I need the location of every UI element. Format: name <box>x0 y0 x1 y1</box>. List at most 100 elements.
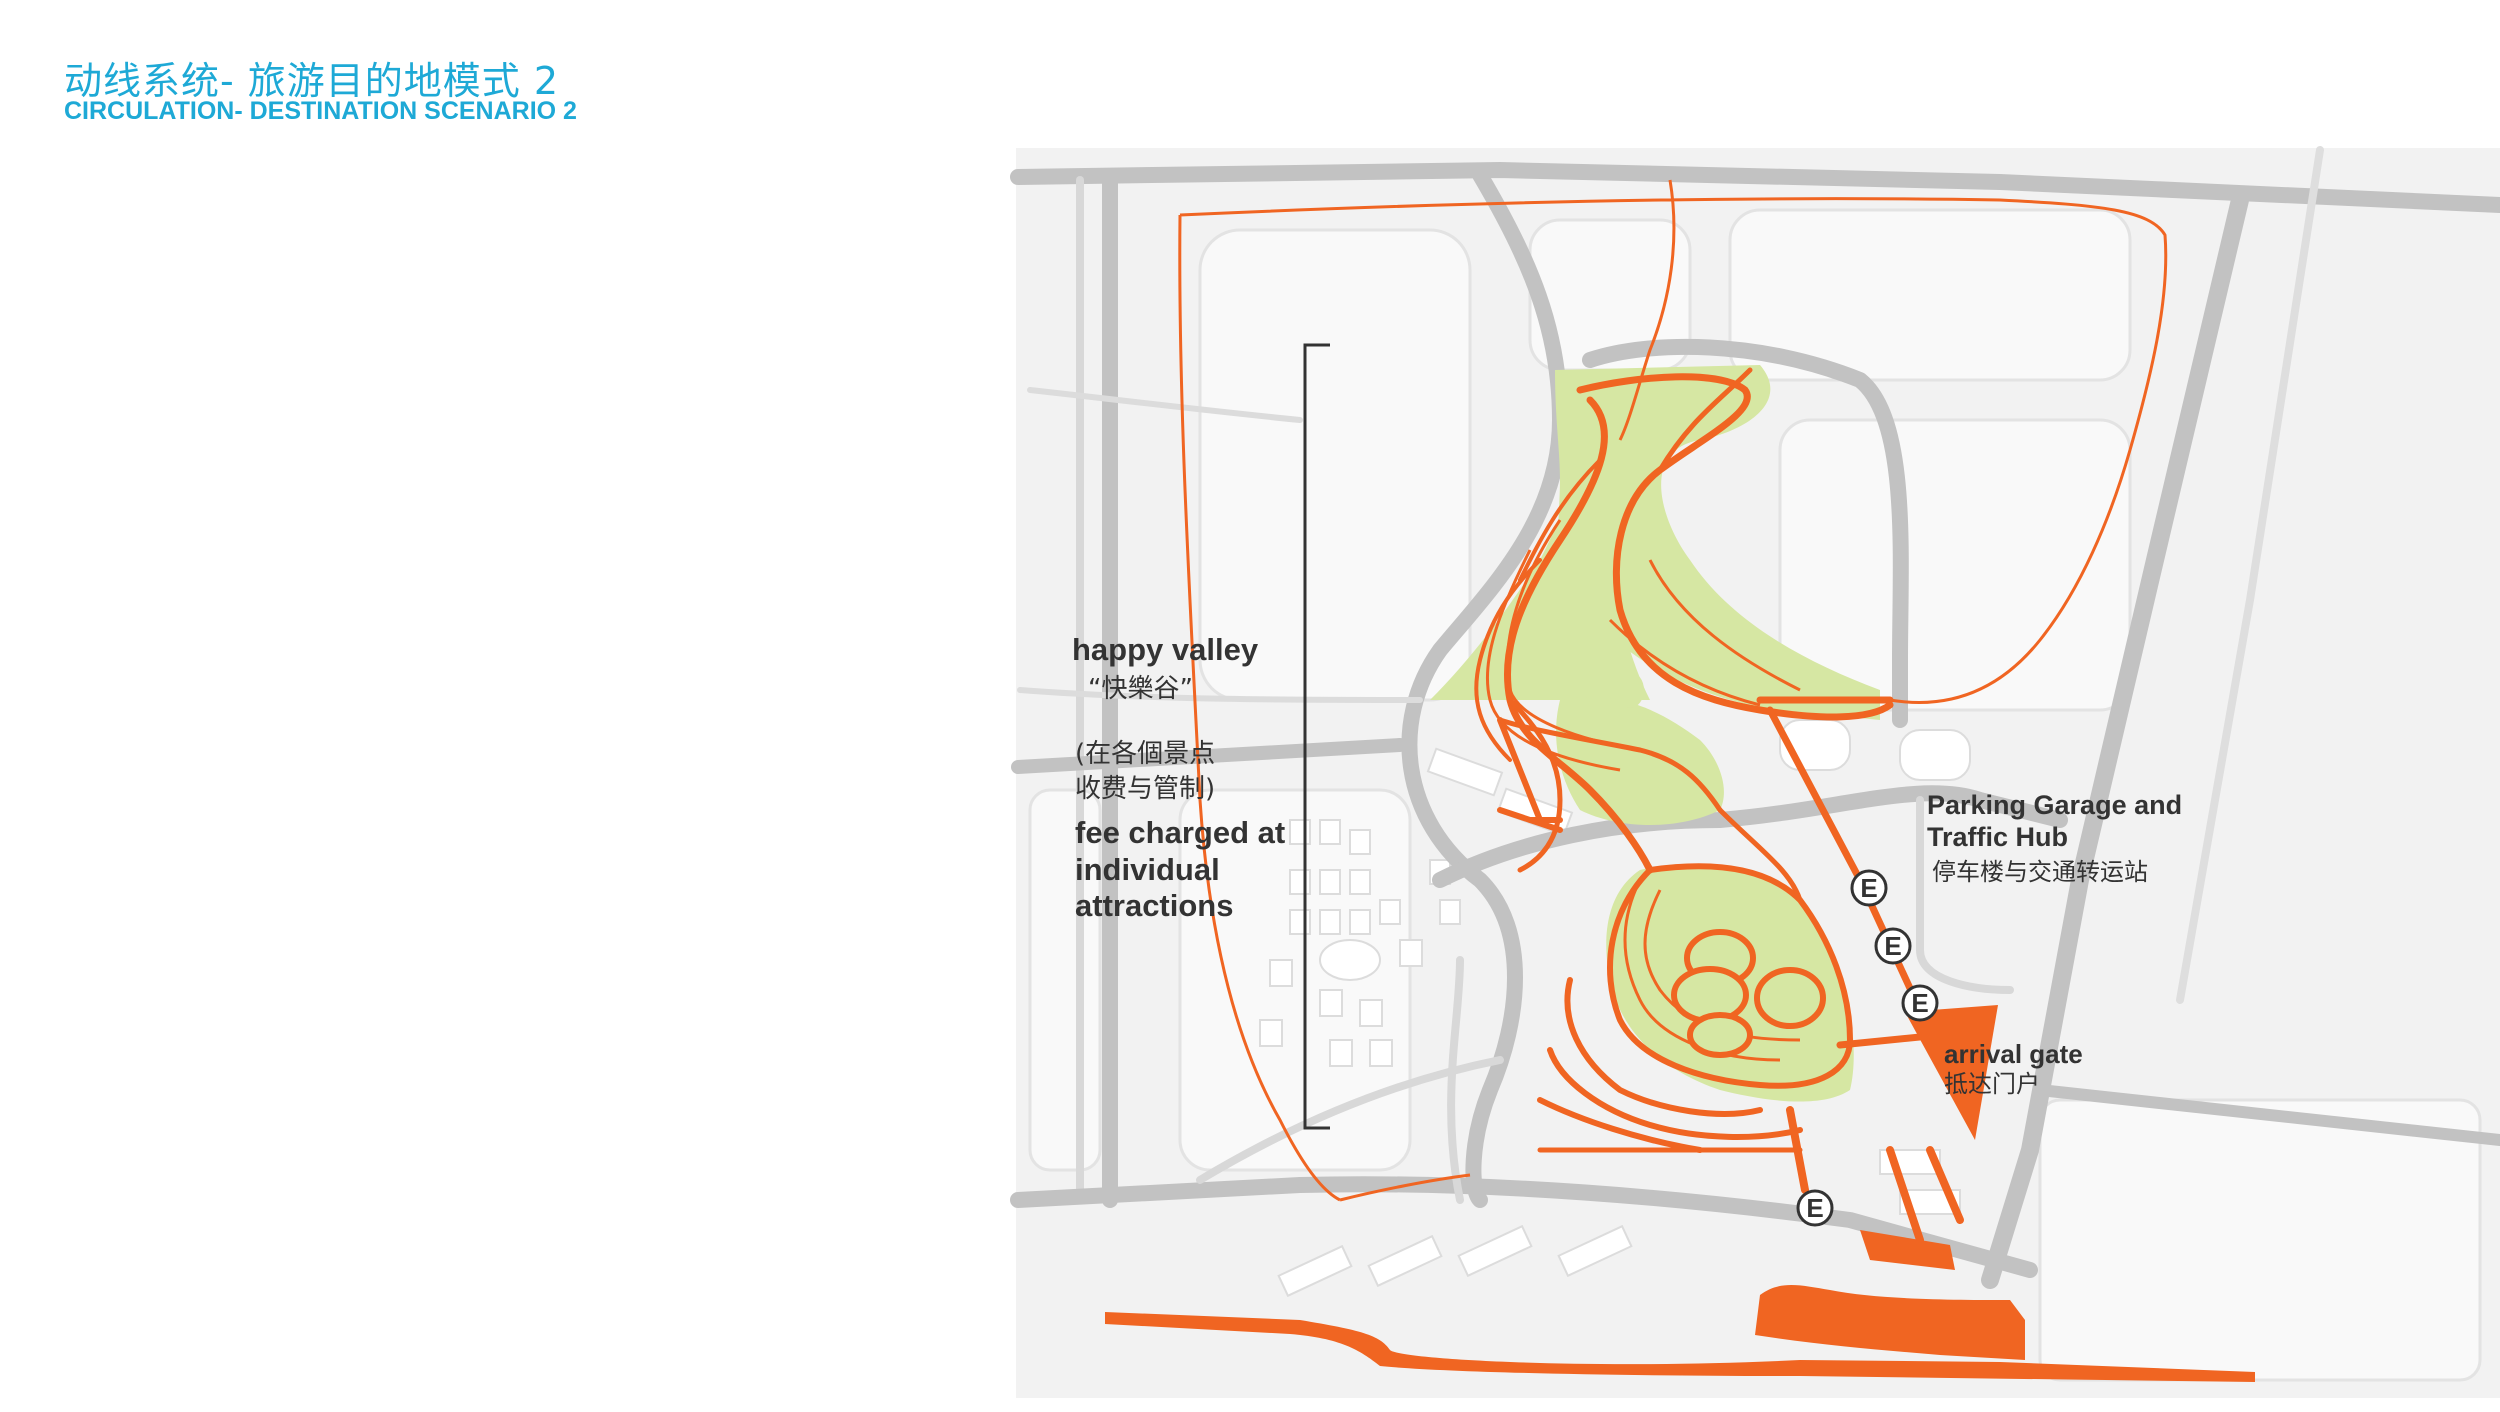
city-block <box>2038 1098 2482 1382</box>
entrance-marker: E <box>1874 927 1912 965</box>
building <box>1269 959 1293 987</box>
road-network <box>1010 146 2500 1289</box>
entrance-marker: E <box>1796 1189 1834 1227</box>
label-parking-zh: 停车楼与交通转运站 <box>1932 858 2148 886</box>
circulation-spine <box>1576 373 1894 721</box>
building <box>1319 989 1343 1017</box>
building <box>1899 729 1971 781</box>
entrance-marker-label: E <box>1884 931 1901 961</box>
circulation-to-south-e-2 <box>1886 1146 1924 1244</box>
road-mid-cross <box>1011 738 1407 774</box>
green-pond <box>1616 672 1644 708</box>
label-fee-en-3: attractions <box>1075 888 1233 923</box>
entrance-marker: E <box>1850 869 1888 907</box>
building <box>1349 869 1371 895</box>
label-fee-zh-2: 收费与管制) <box>1075 774 1215 804</box>
road-north <box>1010 162 2500 213</box>
circulation-to-south-e-3 <box>1926 1146 1964 1224</box>
road-park-edge-2 <box>1017 687 1423 703</box>
building <box>1349 829 1371 855</box>
building <box>1289 869 1311 895</box>
label-arrival-en: arrival gate <box>1944 1039 2083 1069</box>
valley-line <box>1648 559 1801 692</box>
circulation-valley-1 <box>1504 396 1654 874</box>
road-central-loop <box>1401 167 1568 1208</box>
south-east-wedge <box>1860 1230 1955 1270</box>
circulation-valley-5 <box>1518 458 1602 582</box>
main-circulation <box>1474 367 1994 1244</box>
label-happy-valley-zh: “快樂谷” <box>1088 674 1193 704</box>
circulation-south-loop <box>1607 863 1853 1089</box>
attraction-node <box>1754 967 1826 1029</box>
entrance-marker-label: E <box>1860 873 1877 903</box>
circulation-valley-4 <box>1474 558 1542 762</box>
pond <box>1319 939 1381 981</box>
circulation-spur-2 <box>1717 807 1803 903</box>
page-title-zh: 动线系统- 旅游目的地模式 2 <box>64 59 560 103</box>
building <box>1359 999 1383 1027</box>
label-fee-zh-1: (在各個景点 <box>1075 739 1215 769</box>
bracket-line <box>1303 343 1330 1130</box>
city-block <box>1198 228 1472 702</box>
road-park-edge-1 <box>1027 387 1303 423</box>
page-title-en: CIRCULATION- DESTINATION SCENARIO 2 <box>64 97 577 125</box>
road-west-inner <box>1196 1056 1504 1184</box>
building <box>1367 1234 1443 1288</box>
entrance-marker-label: E <box>1806 1193 1823 1223</box>
road-mid-curve <box>1432 785 2068 888</box>
road-parking-inner <box>1916 796 2014 994</box>
building <box>1289 819 1311 845</box>
label-fee-en-1: fee charged at <box>1075 815 1285 850</box>
circulation-south-arc-3 <box>1537 1097 1703 1153</box>
valley-line <box>1506 519 1641 752</box>
circulation-north-fork <box>1657 367 1753 473</box>
entrance-marker-label: E <box>1911 988 1928 1018</box>
south-plaza-zone <box>1755 1285 2025 1360</box>
city-block <box>1778 418 2132 712</box>
label-parking-en-1: Parking Garage and <box>1927 790 2182 820</box>
arrival-gate-zone <box>1905 1005 1998 1140</box>
building <box>1439 899 1461 925</box>
building <box>1319 869 1341 895</box>
circulation-to-south-e <box>1786 1106 1809 1194</box>
building <box>1277 1244 1353 1298</box>
building <box>1369 1039 1393 1067</box>
circulation-south-arc-2 <box>1547 1047 1803 1140</box>
south-strip <box>1105 1312 2255 1382</box>
building-footprints <box>1259 719 1971 1298</box>
building <box>1426 747 1504 797</box>
road-central-loop-east <box>1582 338 1909 728</box>
outer-circulation <box>1178 179 2168 1202</box>
outer-loop-path <box>1178 179 2168 1202</box>
building <box>1319 819 1341 845</box>
entrance-markers: E E E E <box>1796 869 1939 1227</box>
road-east-minor <box>2176 146 2324 1004</box>
building <box>1259 1019 1283 1047</box>
building <box>1349 909 1371 935</box>
circulation-south-west-spur <box>1497 807 1563 833</box>
solid-zones <box>1105 1005 2255 1382</box>
building <box>1379 899 1401 925</box>
entrance-marker: E <box>1901 984 1939 1022</box>
city-block <box>1728 208 2132 382</box>
valley-line <box>1485 549 1621 772</box>
label-parking-en-2: Traffic Hub <box>1927 822 2068 852</box>
valley-line <box>1608 618 1761 707</box>
building <box>1319 909 1341 935</box>
attraction-nodes <box>1671 929 1826 1058</box>
road-south-east <box>2034 1084 2500 1146</box>
circulation-spur-1 <box>1497 717 1543 823</box>
green-area-middle <box>1556 697 1724 825</box>
building <box>1289 909 1311 935</box>
building <box>1457 1224 1533 1278</box>
building <box>1399 939 1423 967</box>
label-fee-en-2: individual <box>1075 852 1220 887</box>
building <box>1329 1039 1353 1067</box>
green-area-north <box>1555 365 1880 720</box>
happy-valley-bracket <box>1303 343 1330 1130</box>
circulation-south-arc <box>1564 977 1763 1117</box>
attraction-node <box>1687 1012 1753 1058</box>
label-arrival-zh: 抵达门户 <box>1944 1070 2040 1098</box>
label-happy-valley-en: happy valley <box>1072 632 1259 667</box>
